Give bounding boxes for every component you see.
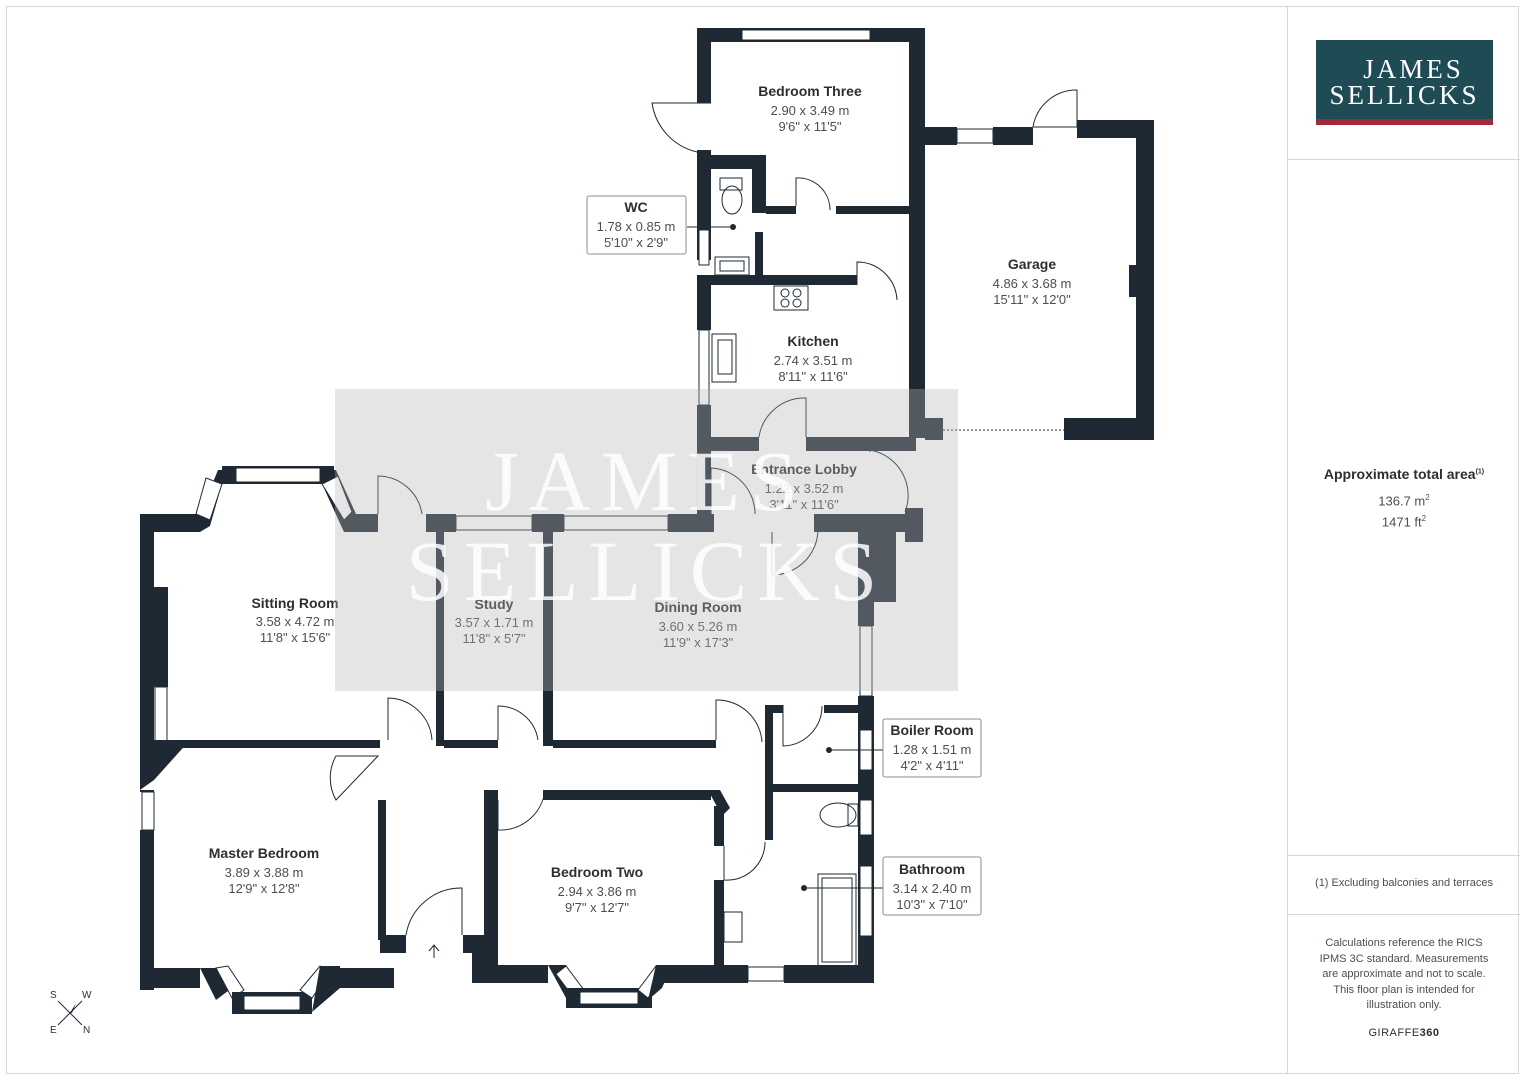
watermark: JAMES SELLICKS: [335, 389, 958, 691]
bathroom-label-box: [882, 856, 982, 916]
page-frame: [6, 6, 1519, 1074]
wc-imperial: 5'10" x 2'9": [604, 235, 668, 250]
compass-s: S: [50, 990, 57, 1001]
bathroom-metric: 3.14 x 2.40 m: [893, 881, 972, 896]
sitting-room-name: Sitting Room: [251, 595, 338, 611]
bedroom-two-metric: 2.94 x 3.86 m: [558, 884, 637, 899]
area-title: Approximate total area(1): [1323, 466, 1485, 482]
bedroom-three-imperial: 9'6" x 11'5": [778, 119, 841, 134]
sidebar-divider: [1288, 159, 1520, 160]
master-bedroom-imperial: 12'9" x 12'8": [228, 881, 300, 896]
bedroom-three-name: Bedroom Three: [758, 83, 862, 99]
sitting-room-metric: 3.58 x 4.72 m: [256, 614, 335, 629]
garage-imperial: 15'11" x 12'0": [993, 292, 1071, 307]
compass-n: N: [83, 1025, 90, 1036]
master-bedroom-name: Master Bedroom: [209, 845, 319, 861]
hob-fixture: [773, 285, 809, 311]
bedroom-three-metric: 2.90 x 3.49 m: [771, 103, 850, 118]
brand-logo: JAMES SELLICKS: [1316, 40, 1493, 125]
sitting-room-imperial: 11'8" x 15'6": [260, 630, 331, 645]
boiler-room-imperial: 4'2" x 4'11": [900, 758, 963, 773]
bathroom-basin-fixture: [723, 911, 743, 943]
kitchen-name: Kitchen: [787, 333, 838, 349]
marker-dots: [730, 224, 832, 891]
bathroom-name: Bathroom: [899, 861, 965, 877]
info-sidebar: JAMES SELLICKS Approximate total area(1)…: [1287, 6, 1520, 1074]
entrance-lobby-name: Entrance Lobby: [751, 461, 857, 477]
entrance-lobby-metric: 1.22 x 3.52 m: [765, 481, 844, 496]
kitchen-imperial: 8'11" x 11'6": [778, 369, 848, 384]
compass-e: E: [50, 1025, 57, 1036]
entrance-arrow-icon: [428, 944, 440, 958]
watermark-line2: SELLICKS: [405, 523, 888, 619]
study-name: Study: [475, 596, 514, 612]
dining-room-metric: 3.60 x 5.26 m: [659, 619, 738, 634]
entrance-lobby-imperial: 3'11" x 11'6": [769, 497, 839, 512]
bedroom-two-imperial: 9'7" x 12'7": [565, 900, 629, 915]
room-labels: Bedroom Three 2.90 x 3.49 m 9'6" x 11'5"…: [209, 83, 1072, 916]
door-swings: [329, 89, 1078, 936]
giraffe360-brand: GIRAFFE360: [1368, 1027, 1440, 1039]
dining-room-imperial: 11'9" x 17'3": [663, 635, 734, 650]
disclaimer-text: Calculations reference the RICS IPMS 3C …: [1319, 937, 1489, 1011]
boiler-room-label-box: [882, 718, 982, 778]
fixtures: [711, 177, 915, 967]
boiler-room-name: Boiler Room: [890, 722, 973, 738]
bathroom-imperial: 10'3" x 7'10": [896, 897, 968, 912]
watermark-line1: JAMES: [485, 433, 808, 529]
wc-toilet-fixture: [721, 185, 743, 215]
study-metric: 3.57 x 1.71 m: [455, 615, 534, 630]
bath-fixture: [817, 873, 857, 967]
area-metric: 136.7 m2: [1378, 493, 1430, 509]
walls-north-wing: [697, 28, 1154, 542]
dining-room-name: Dining Room: [654, 599, 741, 615]
wc-metric: 1.78 x 0.85 m: [597, 219, 676, 234]
compass-rose-icon: S W E N: [50, 990, 92, 1036]
logo-line1: JAMES: [1363, 54, 1464, 84]
area-footnote: (1) Excluding balconies and terraces: [1315, 877, 1493, 889]
master-bedroom-metric: 3.89 x 3.88 m: [225, 865, 304, 880]
sidebar-divider: [1288, 914, 1520, 915]
wc-label-box: [586, 195, 687, 255]
study-imperial: 11'8" x 5'7": [462, 631, 525, 646]
boiler-room-metric: 1.28 x 1.51 m: [893, 742, 972, 757]
walls-main-house: [140, 466, 914, 1014]
garage-metric: 4.86 x 3.68 m: [993, 276, 1072, 291]
bathroom-toilet-fixture: [819, 802, 857, 828]
area-imperial: 1471 ft2: [1381, 514, 1427, 530]
bedroom-two-name: Bedroom Two: [551, 864, 643, 880]
wc-basin-fixture: [714, 256, 750, 276]
kitchen-sink-fixture: [711, 333, 737, 383]
wc-name: WC: [624, 199, 647, 215]
sidebar-divider: [1288, 855, 1520, 856]
garage-name: Garage: [1008, 256, 1056, 272]
label-leaders: [687, 226, 883, 889]
logo-line2: SELLICKS: [1329, 80, 1480, 110]
compass-w: W: [82, 990, 92, 1001]
kitchen-metric: 2.74 x 3.51 m: [774, 353, 853, 368]
